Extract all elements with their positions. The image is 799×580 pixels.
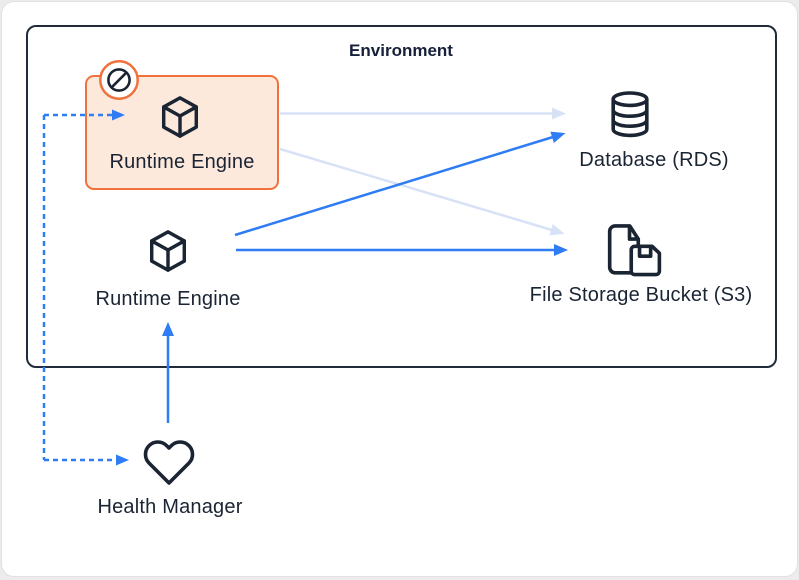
cube-icon	[149, 230, 187, 272]
node-label-runtime-blocked: Runtime Engine	[109, 151, 255, 173]
node-label-file-storage: File Storage Bucket (S3)	[529, 284, 753, 306]
heart-icon	[143, 440, 195, 485]
prohibited-badge	[98, 59, 140, 101]
node-label-database: Database (RDS)	[579, 149, 729, 171]
environment-title: Environment	[349, 41, 453, 60]
node-label-health-manager: Health Manager	[97, 496, 243, 518]
file-storage-icon	[607, 224, 662, 277]
database-icon	[611, 91, 649, 138]
edge-blocked-to-storage	[279, 147, 565, 236]
prohibited-icon	[99, 60, 139, 100]
node-label-runtime-active: Runtime Engine	[95, 288, 241, 310]
cube-icon	[161, 96, 199, 138]
edge-runtime-to-database	[234, 131, 566, 237]
